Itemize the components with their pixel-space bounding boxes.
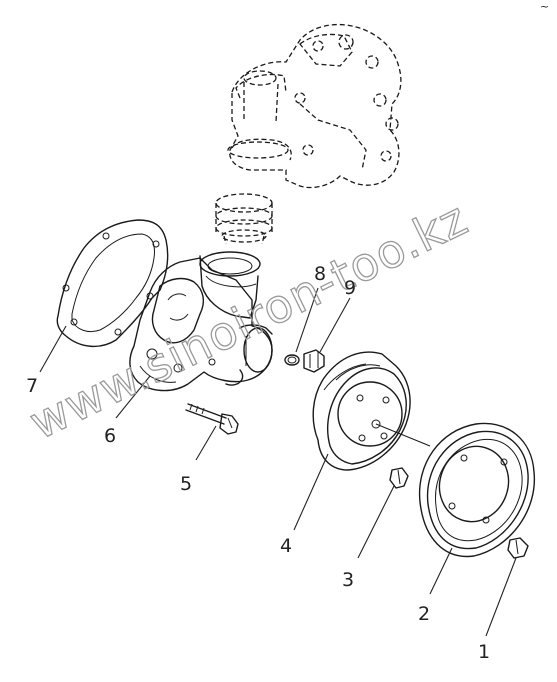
gasket — [56, 219, 169, 347]
callout-8: 8 — [314, 263, 326, 285]
thermostat-housing — [227, 23, 402, 189]
bolt-5 — [185, 403, 239, 435]
thermostat — [215, 193, 273, 245]
callout-2: 2 — [418, 603, 430, 625]
corner-mark: ~ — [540, 0, 549, 13]
callout-1: 1 — [478, 641, 490, 663]
pump-body — [129, 251, 273, 392]
damper-pulley — [418, 422, 536, 558]
callout-3: 3 — [342, 569, 354, 591]
leader-lines — [39, 287, 517, 637]
bolt-1 — [507, 537, 529, 559]
callout-9: 9 — [344, 277, 356, 299]
callout-7: 7 — [26, 375, 38, 397]
callout-6: 6 — [104, 425, 116, 447]
drain-plug — [303, 349, 325, 373]
callout-4: 4 — [280, 535, 292, 557]
pulley-hub — [312, 351, 431, 471]
o-ring — [284, 354, 300, 366]
callout-5: 5 — [180, 473, 192, 495]
bolt-3 — [389, 467, 409, 489]
